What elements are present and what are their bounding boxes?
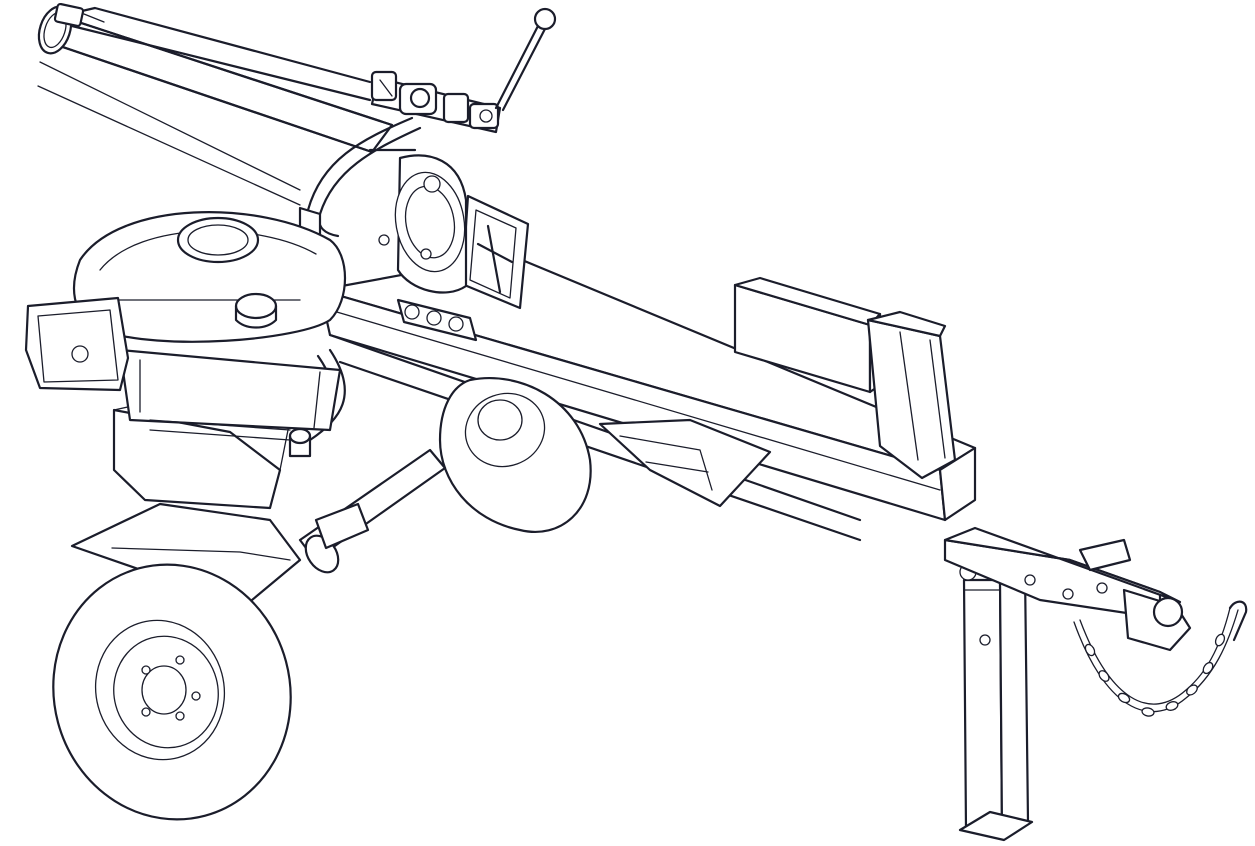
log-cradle xyxy=(598,418,772,508)
push-plate xyxy=(378,154,530,342)
frame-rail xyxy=(328,333,862,542)
end-plate xyxy=(866,310,957,480)
axle-tube xyxy=(298,448,447,574)
hitch-coupler xyxy=(1078,538,1192,652)
rear-wheel xyxy=(438,377,592,533)
control-lever xyxy=(494,7,557,112)
front-wheel xyxy=(52,563,292,821)
control-valve xyxy=(370,70,502,134)
engine xyxy=(24,211,347,510)
jack-stand xyxy=(958,563,1034,842)
hydraulic-cylinder xyxy=(37,2,417,206)
safety-chain xyxy=(1073,600,1248,717)
